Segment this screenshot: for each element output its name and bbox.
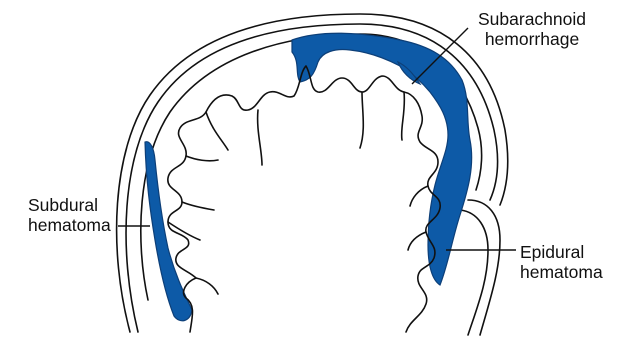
- subdural-hematoma-region: [145, 142, 192, 321]
- subdural-hematoma-label: Subdural hematoma: [28, 195, 138, 235]
- subarachnoid-hemorrhage-region: [292, 33, 472, 285]
- brain-outline: [168, 66, 440, 332]
- subarachnoid-hemorrhage-label: Subarachnoid hemorrhage: [462, 9, 602, 49]
- skull-lower-right: [468, 200, 500, 335]
- epidural-hematoma-label: Epidural hematoma: [520, 242, 630, 282]
- sulcus-lines: [168, 92, 428, 294]
- skull-lower-right-inner: [460, 210, 488, 335]
